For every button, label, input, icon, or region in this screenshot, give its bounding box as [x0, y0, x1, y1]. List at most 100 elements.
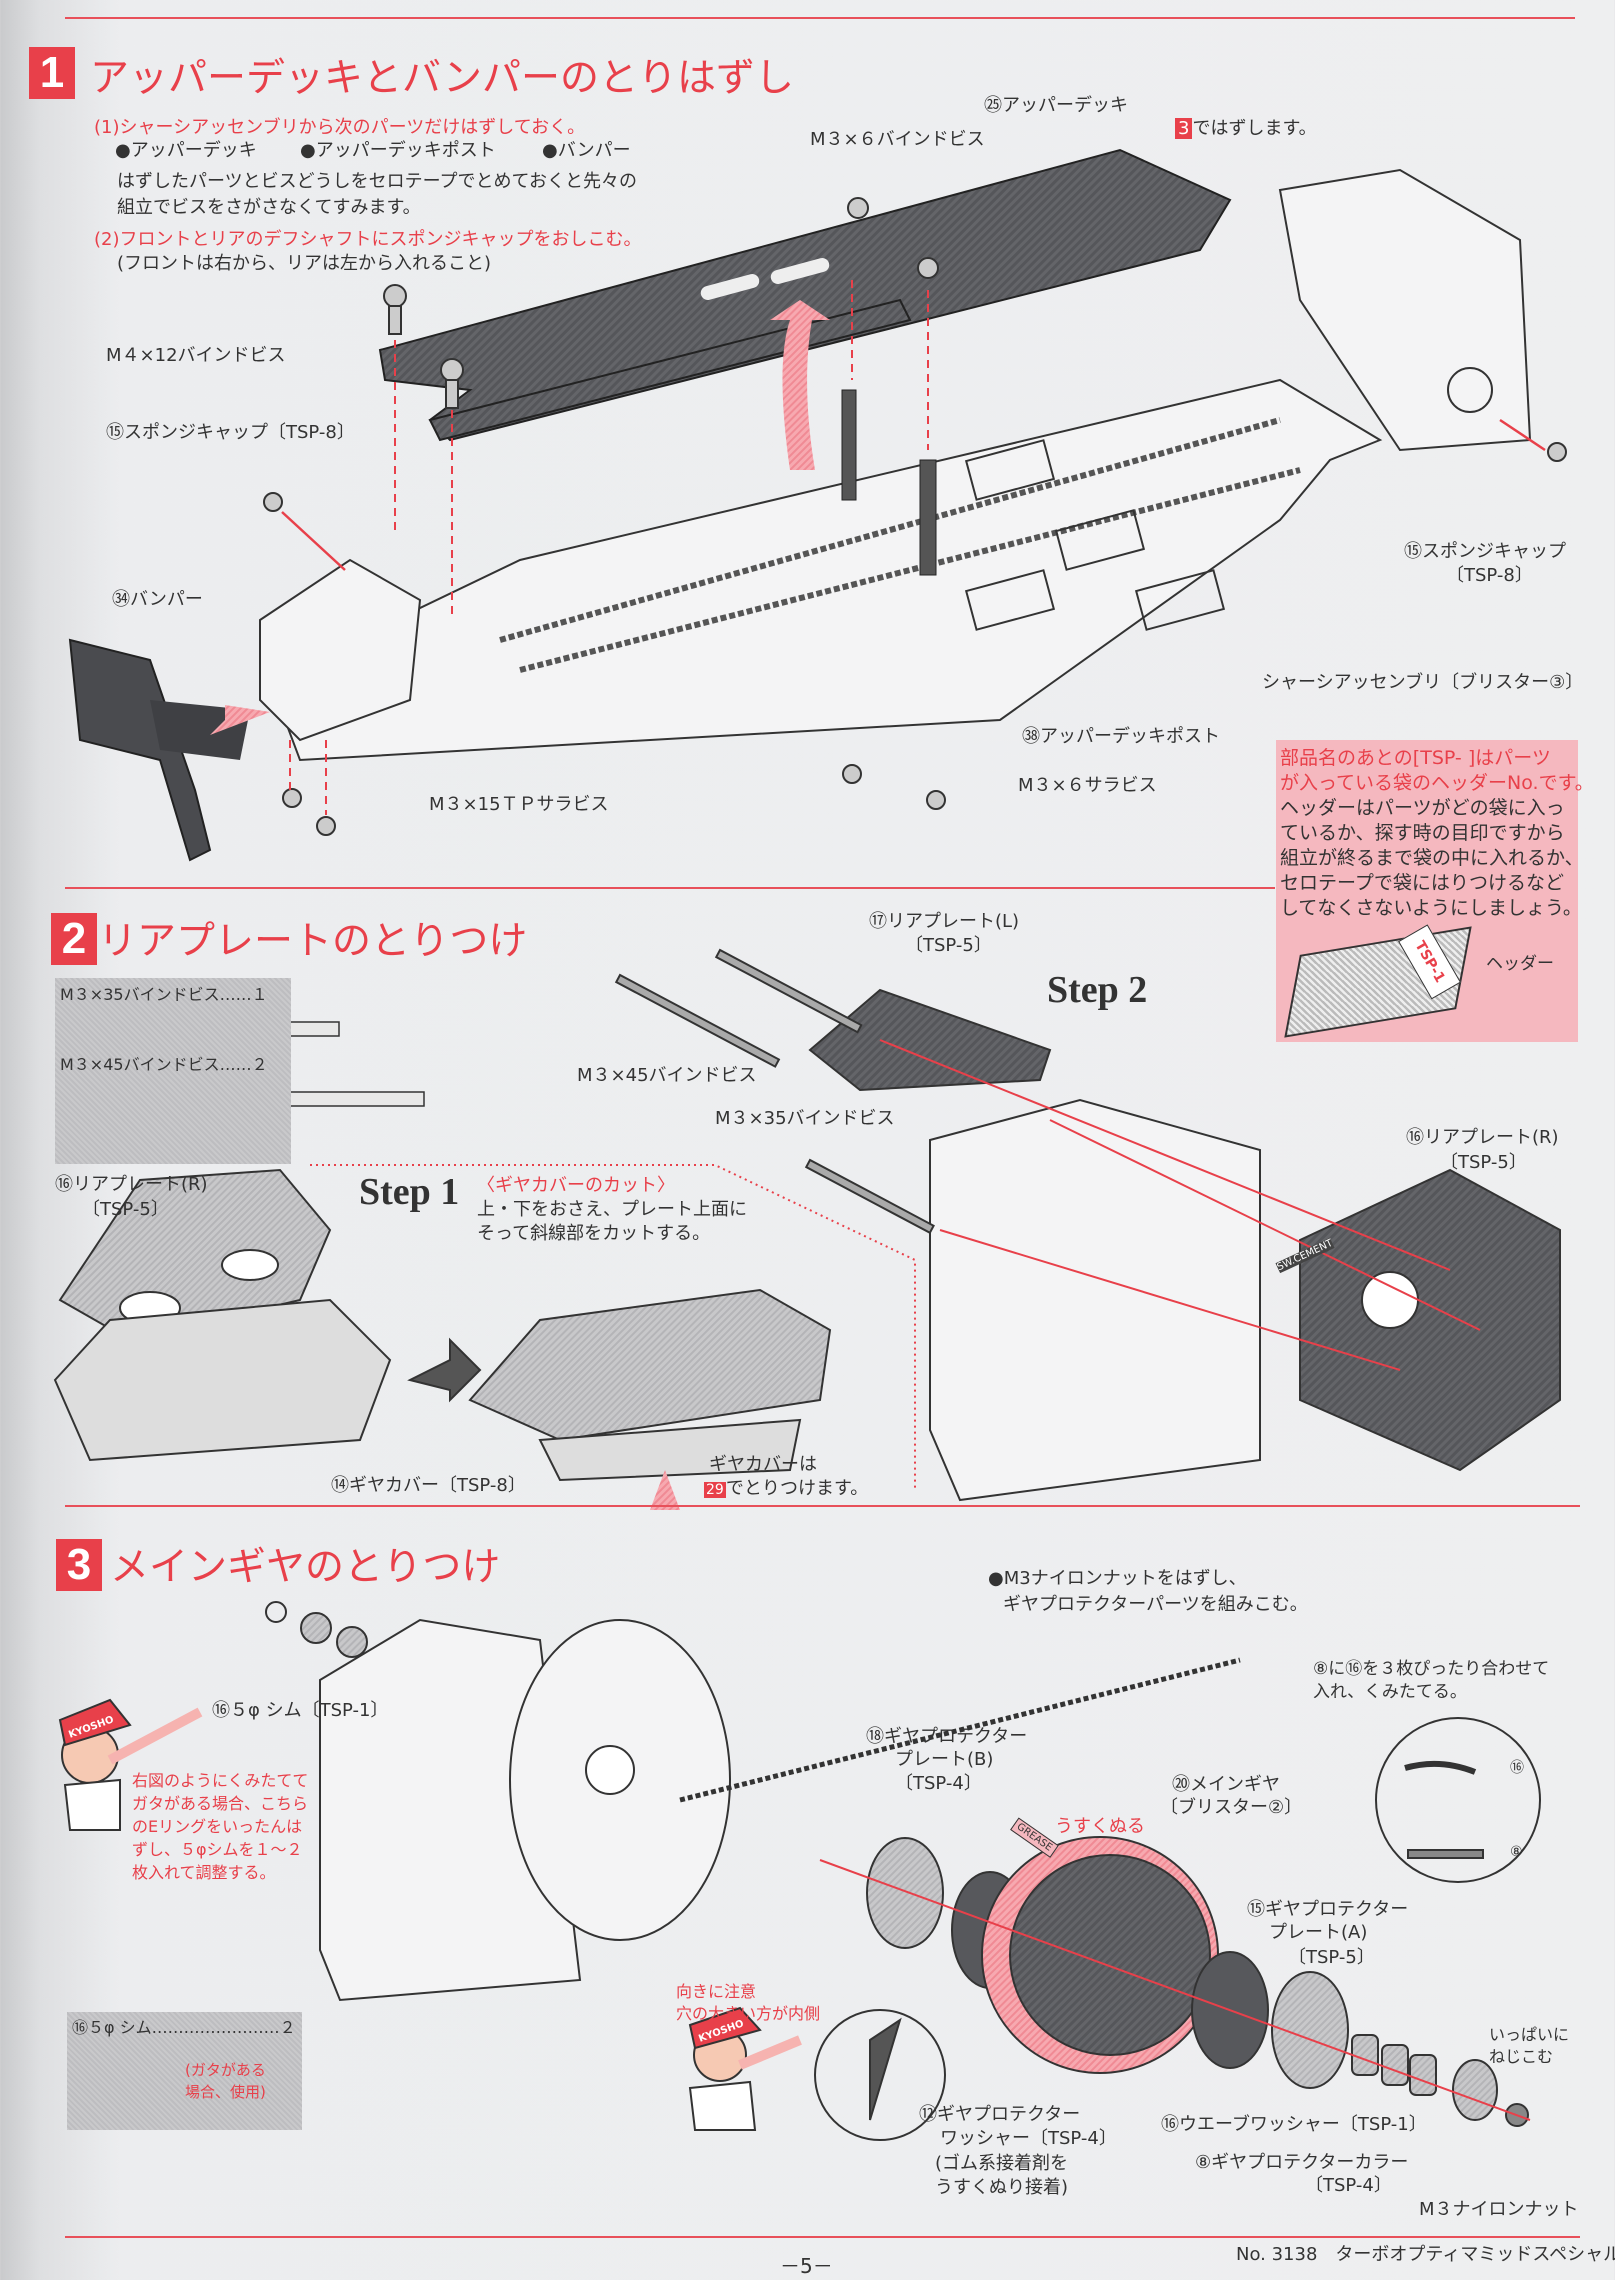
section1-instruction2: (2)フロントとリアのデフシャフトにスポンジキャップをおしこむ。	[94, 229, 642, 250]
shim-box-note: (ガタがある	[185, 2061, 266, 2079]
label-rear-plate-l: ⑰リアプレート(L)	[869, 911, 1020, 932]
info-line: セロテープで袋にはりつけるなど	[1280, 872, 1565, 894]
step2-red-guides	[879, 1039, 1481, 1371]
shim-note-line: 枚入れて調整する。	[132, 1863, 276, 1882]
detail-circle-washer-orientation	[814, 2009, 946, 2141]
info-red-line: 部品名のあとの[TSP- ]はパーツ	[1280, 747, 1551, 769]
shim-note-line: のEリングをいったんは	[132, 1817, 303, 1836]
gear-stack-drawing	[819, 1836, 1531, 2127]
lift-arrow-icon	[770, 300, 830, 470]
info-line: ているか、探す時の目印ですから	[1280, 822, 1565, 844]
orientation-note: 穴の大きい方が内側	[676, 2004, 821, 2023]
label-rear-plate-l-bag: 〔TSP-5〕	[905, 935, 992, 956]
dashed-guides	[289, 280, 929, 815]
shim-note-line: ずし、５φシムを１～２	[132, 1840, 303, 1859]
label-protector-washer: ⑫ギヤプロテクター	[919, 2104, 1081, 2125]
section1-title: アッパーデッキとバンパーのとりはずし	[90, 56, 794, 101]
label-wave-washer: ⑯ウエーブワッシャー〔TSP-1〕	[1161, 2114, 1427, 2135]
detail-tag-168: ⑯	[1510, 1760, 1524, 1776]
label-protector-washer: (ゴム系接着剤を	[935, 2153, 1069, 2174]
parts-list-box	[55, 978, 291, 1164]
bumper-drawing	[68, 638, 250, 862]
section2-number: 2	[51, 913, 97, 965]
label-protector-plate-a: プレート(A)	[1269, 1922, 1368, 1943]
label-m3x15-tp: M３×15ＴＰサラビス	[429, 794, 609, 815]
screws-drawing	[263, 197, 1567, 836]
label-sponge-cap-right: ⑮スポンジキャップ	[1404, 541, 1566, 562]
label-rear-plate-r-left-bag: 〔TSP-5〕	[82, 1199, 169, 1220]
section2-title: リアプレートのとりつけ	[98, 919, 528, 964]
label-protector-plate-a: ⑮ギヤプロテクター	[1247, 1899, 1409, 1920]
section1-note: はずしたパーツとビスどうしをセロテープでとめておくと先々の	[117, 171, 638, 192]
parts-item: M３×45バインドビス……２	[60, 1055, 268, 1074]
step1-line: 上・下をおさえ、プレート上面に	[477, 1199, 747, 1220]
info-line: ヘッダーはパーツがどの袋に入っ	[1280, 797, 1565, 819]
shim-note-line: 右図のようにくみたてて	[132, 1771, 309, 1790]
label-rear-plate-r-bag: 〔TSP-5〕	[1440, 1152, 1527, 1173]
section1-instruction2-sub: (フロントは右から、リアは左から入れること)	[117, 253, 492, 274]
shim-box-title: ⑯５φ シム……………………２	[72, 2018, 296, 2037]
section1-divider	[65, 887, 1275, 889]
label-shim: ⑯５φ シム〔TSP-1〕	[212, 1700, 389, 1721]
label-m4x12-bind: M４×12バインドビス	[106, 345, 286, 366]
shim-note-line: ガタがある場合、こちら	[132, 1794, 309, 1813]
label-sponge-cap-right-bag: 〔TSP-8〕	[1446, 565, 1533, 586]
product-name: No. 3138 ターボオプティマミッドスペシャル	[1236, 2244, 1615, 2265]
bottom-rule	[65, 2236, 1580, 2238]
bag-header-info-box: 部品名のあとの[TSP- ]はパーツ が入っている袋のヘッダーNo.です。 ヘッ…	[1276, 740, 1594, 1042]
section3-bullet: ギヤプロテクターパーツを組みこむ。	[1003, 1594, 1308, 1615]
eclip-shims-drawing	[265, 1601, 368, 1658]
label-protector-plate-a: 〔TSP-5〕	[1288, 1947, 1375, 1968]
gearbox-step2-drawing	[614, 948, 1561, 1502]
label-sponge-cap-left: ⑮スポンジキャップ〔TSP-8〕	[106, 422, 355, 443]
label-upper-deck-post: ㊳アッパーデッキポスト	[1022, 726, 1220, 747]
label-rear-plate-r: ⑯リアプレート(R)	[1406, 1127, 1559, 1148]
label-tighten: ねじこむ	[1489, 2047, 1554, 2066]
step1-line: そって斜線部をカットする。	[477, 1223, 711, 1244]
info-red-line: が入っている袋のヘッダーNo.です。	[1280, 772, 1594, 794]
step1-subheading: 〈ギヤカバーのカット〉	[477, 1175, 675, 1196]
parts-item: M３×35バインドビス……１	[60, 985, 268, 1004]
section1-bullet: ●バンパー	[542, 140, 631, 161]
label-m3x35: M３×35バインドビス	[715, 1108, 895, 1129]
label-protector-plate-b: プレート(B)	[895, 1749, 994, 1770]
label-gear-cover: ⑭ギヤカバー〔TSP-8〕	[331, 1475, 526, 1496]
section2-divider	[65, 1505, 1580, 1507]
info-line: 組立が終るまで袋の中に入れるか、	[1280, 847, 1584, 869]
section1-bullet: ●アッパーデッキポスト	[300, 140, 496, 161]
label-nylon-nut: M３ナイロンナット	[1419, 2199, 1579, 2220]
label-main-gear: ⑳メインギヤ	[1172, 1774, 1280, 1795]
label-protector-plate-b: ⑱ギヤプロテクター	[866, 1726, 1028, 1747]
step-ref-badge: 3	[1175, 118, 1193, 139]
section3-number: 3	[56, 1539, 102, 1591]
label-protector-washer: うすくぬり接着)	[935, 2177, 1069, 2198]
label-bumper: ㉞バンパー	[112, 589, 203, 610]
gearbox-step3-drawing	[319, 1618, 1241, 2002]
section1-note: 組立でビスをさがさなくてすみます。	[117, 197, 421, 218]
grease-note: うすくぬる	[1055, 1816, 1145, 1837]
chassis-drawing	[259, 168, 1532, 762]
top-rule	[65, 17, 1575, 19]
gear-cover-note: ギヤカバーは	[709, 1454, 817, 1475]
label-tighten: いっぱいに	[1489, 2025, 1570, 2044]
mascot-drawing	[58, 1698, 802, 2131]
section1-number: 1	[29, 47, 75, 99]
section3-title: メインギヤのとりつけ	[110, 1545, 501, 1590]
step1-heading: Step 1	[359, 1171, 460, 1213]
remove-with-3-text: ではずします。	[1192, 118, 1317, 139]
detail-tag-81: ⑧	[1510, 1844, 1523, 1860]
detail-note: ⑧に⑯を３枚ぴったり合わせて	[1313, 1659, 1550, 1679]
gear-cover-drawing	[53, 1168, 832, 1510]
label-upper-deck: ㉕アッパーデッキ	[984, 95, 1128, 116]
section1-bullet: ●アッパーデッキ	[115, 140, 257, 161]
step-ref-badge: 29	[704, 1482, 726, 1498]
header-label: ヘッダー	[1486, 954, 1554, 974]
label-m3x6-bind: M３×６バインドビス	[810, 129, 985, 150]
detail-circle-wave-washer	[1375, 1717, 1541, 1883]
info-line: してなくさないようにしましょう。	[1280, 897, 1582, 919]
detail-note: 入れ、くみたてる。	[1313, 1682, 1467, 1702]
label-rear-plate-r-left: ⑯リアプレート(R)	[55, 1174, 208, 1195]
deck-posts-drawing	[841, 389, 937, 576]
